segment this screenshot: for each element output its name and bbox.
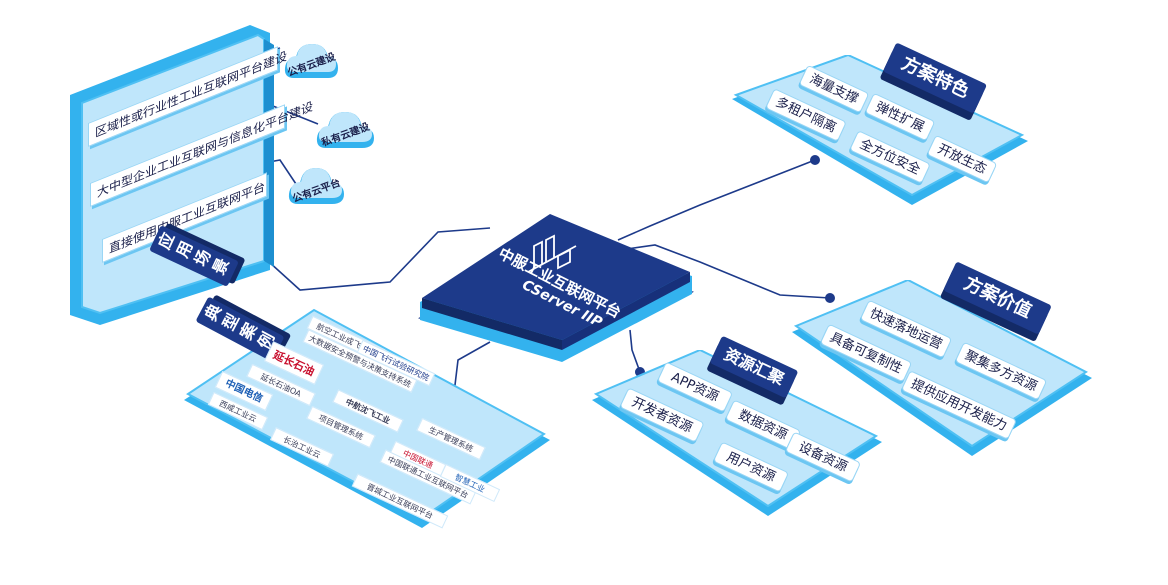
cloud-icon <box>316 112 374 148</box>
factory-icon <box>527 234 577 273</box>
node-dot <box>825 293 835 303</box>
cloud-public-platform: 公有云平台 <box>286 162 346 210</box>
core-platform: 中服工业互联网平台 CServer IIP <box>410 210 700 380</box>
link-value <box>619 244 831 299</box>
node-dot <box>810 155 820 165</box>
features-panel-shape <box>732 53 1028 205</box>
link-resources <box>629 329 641 373</box>
core-platform-shape <box>418 214 694 362</box>
solution-features-panel <box>730 53 1030 215</box>
cloud-public-build: 公有云建设 <box>282 38 340 84</box>
link-scenarios <box>257 227 491 291</box>
cloud-icon <box>284 44 338 78</box>
cloud-private-build: 私有云建设 <box>314 106 376 154</box>
cloud-icon <box>288 168 344 204</box>
application-scenarios-panel: 区域性或行业性工业互联网平台建设 大中型企业工业互联网与信息化平台建设 直接使用… <box>60 25 320 325</box>
link-features <box>617 159 816 241</box>
